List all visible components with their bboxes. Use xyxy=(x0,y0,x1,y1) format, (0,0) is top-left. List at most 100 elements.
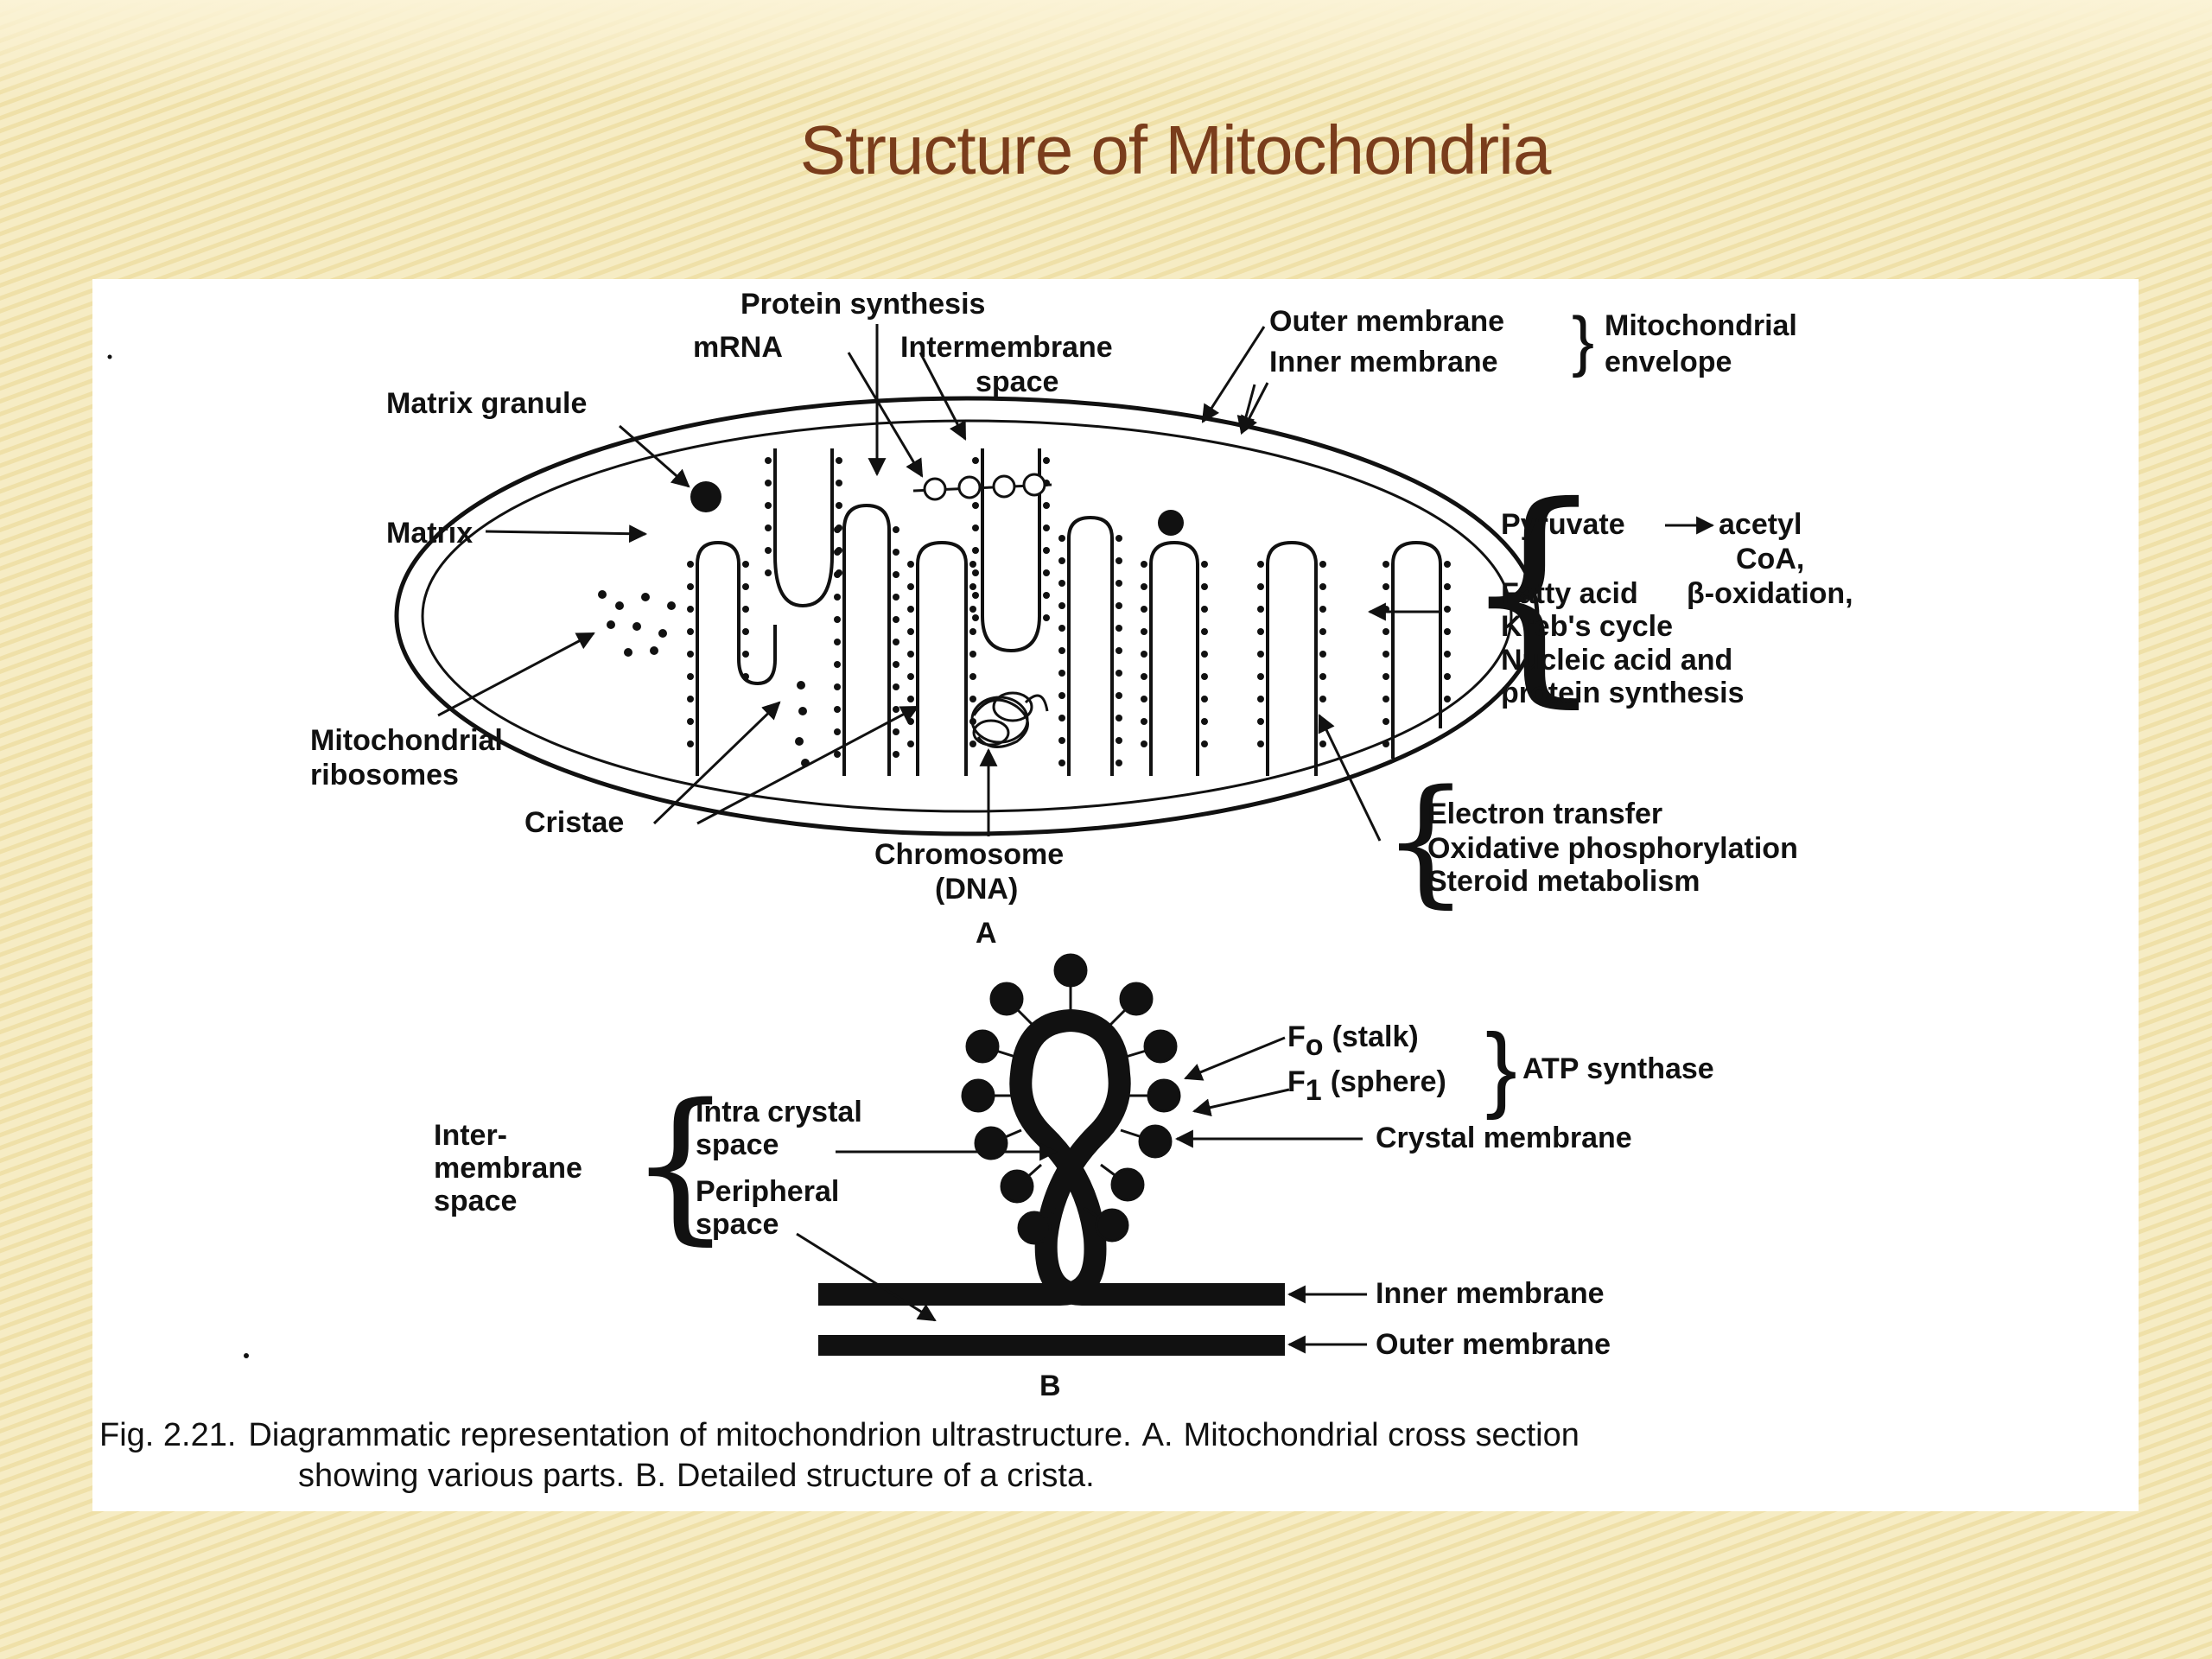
membrane-particle xyxy=(969,696,976,702)
membrane-particle xyxy=(893,706,899,713)
membrane-particle xyxy=(1116,580,1122,587)
membrane-particle xyxy=(1043,614,1050,621)
f1-sphere xyxy=(1147,1078,1181,1113)
label-envelope-1: Mitochondrial xyxy=(1605,309,1797,342)
membrane-particle xyxy=(893,639,899,645)
membrane-particle xyxy=(972,457,979,464)
membrane-particle xyxy=(893,526,899,533)
label-intra-1: Intra crystal xyxy=(696,1096,862,1128)
membrane-particle xyxy=(1444,628,1451,635)
membrane-particle xyxy=(1319,673,1326,680)
membrane-function-2: Oxidative phosphorylation xyxy=(1427,832,1798,865)
membrane-particle xyxy=(1257,628,1264,635)
f1-sphere xyxy=(961,1078,995,1113)
membrane-particle xyxy=(1319,628,1326,635)
membrane-particle xyxy=(834,706,841,713)
membrane-particle xyxy=(1116,715,1122,721)
membrane-particle xyxy=(1257,673,1264,680)
membrane-particle xyxy=(1319,741,1326,747)
f1-sphere xyxy=(1143,1029,1178,1064)
membrane-particle xyxy=(1116,692,1122,699)
matrix-function-6: protein synthesis xyxy=(1501,677,1745,709)
label-chromosome-2: (DNA) xyxy=(935,873,1018,906)
membrane-particle xyxy=(765,457,772,464)
speck xyxy=(107,354,112,359)
brace-envelope: } xyxy=(1572,302,1594,378)
membrane-particle xyxy=(1201,673,1208,680)
membrane-particle xyxy=(1043,592,1050,599)
membrane-particle xyxy=(1444,651,1451,658)
membrane-particle xyxy=(1257,606,1264,613)
membrane-particle xyxy=(893,549,899,556)
matrix-function-3a: Fatty acid xyxy=(1501,577,1638,610)
brace-membrane-functions: { xyxy=(1382,760,1470,921)
label-atp-synthase: ATP synthase xyxy=(1522,1052,1714,1085)
membrane-particle xyxy=(969,628,976,635)
crista xyxy=(842,503,891,776)
crista xyxy=(1391,540,1442,759)
membrane-particle xyxy=(765,502,772,509)
membrane-particle xyxy=(1201,718,1208,725)
crista xyxy=(1067,515,1114,776)
membrane-particle xyxy=(1382,741,1389,747)
chromosome-dna xyxy=(970,691,1049,748)
membrane-particle xyxy=(1444,583,1451,590)
membrane-particle xyxy=(1257,561,1264,568)
label-inter-2: membrane xyxy=(434,1152,582,1185)
membrane-particle xyxy=(1043,502,1050,509)
membrane-particle xyxy=(907,718,914,725)
matrix-function-5: Nucleic acid and xyxy=(1501,644,1732,677)
ribosome-dots xyxy=(598,590,810,767)
membrane-particle xyxy=(1058,535,1065,542)
membrane-particle xyxy=(969,583,976,590)
membrane-particle xyxy=(687,673,694,680)
membrane-particle xyxy=(1201,561,1208,568)
membrane-particle xyxy=(836,480,842,486)
membrane-particle xyxy=(907,696,914,702)
membrane-particle xyxy=(893,616,899,623)
diagram-a xyxy=(394,324,1540,842)
membrane-particle xyxy=(834,728,841,735)
membrane-particle xyxy=(1141,606,1147,613)
membrane-particle xyxy=(687,651,694,658)
membrane-particle xyxy=(972,524,979,531)
label-matrix-granule: Matrix granule xyxy=(386,387,587,420)
membrane-particle xyxy=(907,561,914,568)
membrane-particle xyxy=(1257,651,1264,658)
membrane-particle xyxy=(742,651,749,658)
f1-sphere xyxy=(965,1029,1000,1064)
membrane-particle xyxy=(742,561,749,568)
membrane-particle xyxy=(1116,760,1122,766)
f1-sphere xyxy=(1053,953,1088,988)
membrane-particle xyxy=(1058,737,1065,744)
membrane-particle xyxy=(1058,647,1065,654)
f1-sphere xyxy=(989,982,1024,1016)
label-chromosome-1: Chromosome xyxy=(874,838,1064,871)
membrane-particle xyxy=(1141,628,1147,635)
matrix-function-3b: β-oxidation, xyxy=(1687,577,1853,610)
membrane-particle xyxy=(742,628,749,635)
matrix-function-2: CoA, xyxy=(1736,543,1804,575)
membrane-particle xyxy=(1257,583,1264,590)
diagram-b xyxy=(796,953,1367,1356)
membrane-particle xyxy=(1444,561,1451,568)
membrane-particle xyxy=(1201,741,1208,747)
label-matrix: Matrix xyxy=(386,517,473,550)
membrane-particle xyxy=(1257,718,1264,725)
membrane-particle xyxy=(907,651,914,658)
speck xyxy=(244,1353,249,1358)
inner-membrane-shape xyxy=(421,419,1513,813)
f1-sphere xyxy=(1000,1169,1034,1204)
membrane-particle xyxy=(969,741,976,747)
label-inner-membrane-b: Inner membrane xyxy=(1376,1277,1605,1310)
membrane-particle xyxy=(834,751,841,758)
label-inter-1: Inter- xyxy=(434,1119,507,1152)
f1-sphere xyxy=(1110,1167,1145,1202)
membrane-particle xyxy=(1058,625,1065,632)
f1-sphere xyxy=(1119,982,1154,1016)
membrane-particle xyxy=(1058,557,1065,564)
membrane-particle xyxy=(1116,557,1122,564)
label-intra-2: space xyxy=(696,1128,779,1161)
membrane-particle xyxy=(1382,561,1389,568)
panel-label-b: B xyxy=(1039,1370,1061,1402)
